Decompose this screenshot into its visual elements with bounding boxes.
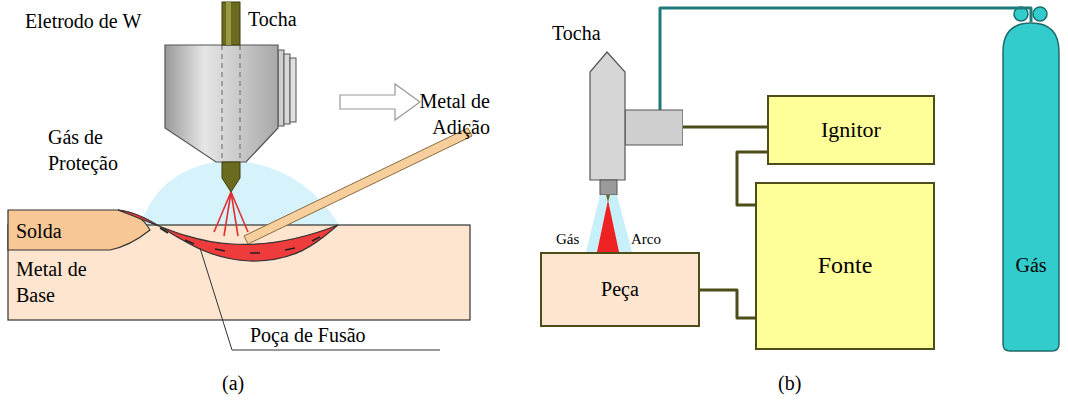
shielding-gas: [140, 160, 340, 226]
power-source-box: Fonte: [755, 182, 935, 350]
node-text: Fonte: [818, 252, 873, 280]
node-text: Peça: [601, 278, 639, 301]
filler-label: Metal de Adição: [392, 88, 490, 140]
pool-label: Poça de Fusão: [250, 322, 366, 348]
pool-dashes: [160, 228, 320, 253]
power-cable: [700, 290, 755, 318]
gas-b: [586, 195, 632, 252]
arc-b: [597, 200, 619, 252]
gas-label: Gás de Proteção: [48, 124, 148, 176]
gas-label: Gás: [556, 230, 579, 248]
direction-arrow: [340, 84, 420, 120]
leader-line: [200, 248, 440, 350]
torch-label: Tocha: [248, 6, 297, 32]
weld-bead: [8, 210, 150, 250]
cylinder-outline: [1002, 22, 1060, 352]
panel-label: (b): [778, 370, 801, 396]
power-cable: [683, 127, 767, 128]
weld-label: Solda: [16, 218, 62, 244]
filler-rod: [244, 128, 472, 244]
arc-label: Arco: [631, 230, 661, 248]
electrode-b: [606, 195, 610, 202]
node-text: Tocha: [552, 22, 601, 45]
ignitor-box: Ignitor: [767, 95, 935, 165]
arc-lines: [214, 192, 248, 236]
gas-cylinder: Gás: [1002, 22, 1060, 352]
node-text: Gás: [1002, 254, 1060, 277]
torch-a: [165, 2, 296, 192]
torch: Tocha: [548, 20, 683, 195]
base-metal-label: Metal de Base: [16, 256, 106, 308]
weld-pool: [118, 210, 338, 261]
electrode-label: Eletrodo de W: [25, 8, 141, 34]
node-text: Ignitor: [821, 117, 881, 142]
torch-outline: [548, 20, 683, 195]
valve: [1033, 7, 1047, 21]
workpiece-box: Peça: [540, 252, 700, 327]
panel-label: (a): [222, 370, 244, 396]
